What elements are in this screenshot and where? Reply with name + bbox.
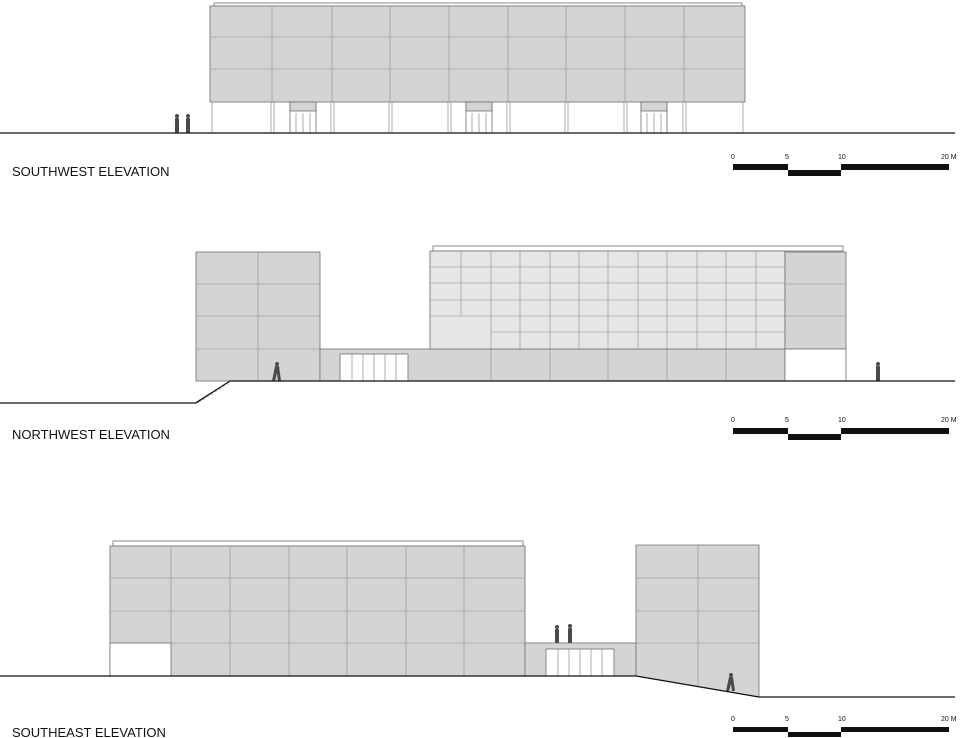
scale-label-0: 0 bbox=[731, 716, 735, 723]
scale-label-10: 10 bbox=[838, 716, 846, 723]
sw-facade-grid bbox=[210, 6, 745, 102]
northwest-elevation-title: NORTHWEST ELEVATION bbox=[12, 427, 170, 442]
scale-label-20m: 20 M bbox=[941, 154, 957, 161]
nw-ground-line bbox=[0, 380, 955, 404]
sw-ground-floor-columns bbox=[211, 102, 744, 133]
scale-label-5: 5 bbox=[785, 417, 789, 424]
scale-label-20m: 20 M bbox=[941, 716, 957, 723]
sw-roof-parapet bbox=[213, 2, 743, 7]
se-ground-line bbox=[0, 675, 955, 698]
scale-label-0: 0 bbox=[731, 154, 735, 161]
nw-roof-parapet bbox=[432, 245, 844, 252]
se-open-base bbox=[109, 642, 172, 677]
northwest-elevation bbox=[0, 245, 955, 404]
nw-people-figures bbox=[272, 362, 880, 381]
southeast-elevation bbox=[0, 540, 955, 698]
se-people-figures bbox=[555, 624, 735, 691]
southeast-scale-bar: 0 5 10 20 M bbox=[731, 716, 957, 737]
southwest-elevation-title: SOUTHWEST ELEVATION bbox=[12, 164, 169, 179]
nw-right-open-base bbox=[784, 348, 847, 382]
southeast-elevation-title: SOUTHEAST ELEVATION bbox=[12, 725, 166, 738]
se-roof-parapet bbox=[112, 540, 524, 547]
scale-label-5: 5 bbox=[785, 716, 789, 723]
sw-entrance-doors bbox=[289, 101, 668, 134]
scale-label-10: 10 bbox=[838, 417, 846, 424]
se-right-tower bbox=[635, 544, 760, 698]
southwest-scale-bar: 0 5 10 20 M bbox=[731, 154, 957, 176]
nw-right-block bbox=[784, 251, 847, 350]
southwest-elevation bbox=[0, 2, 955, 134]
scale-label-0: 0 bbox=[731, 417, 735, 424]
scale-label-5: 5 bbox=[785, 154, 789, 161]
scale-label-10: 10 bbox=[838, 154, 846, 161]
sw-facade bbox=[209, 5, 746, 103]
northwest-scale-bar: 0 5 10 20 M bbox=[731, 417, 957, 440]
scale-label-20m: 20 M bbox=[941, 417, 957, 424]
sw-people-figures bbox=[175, 114, 190, 133]
